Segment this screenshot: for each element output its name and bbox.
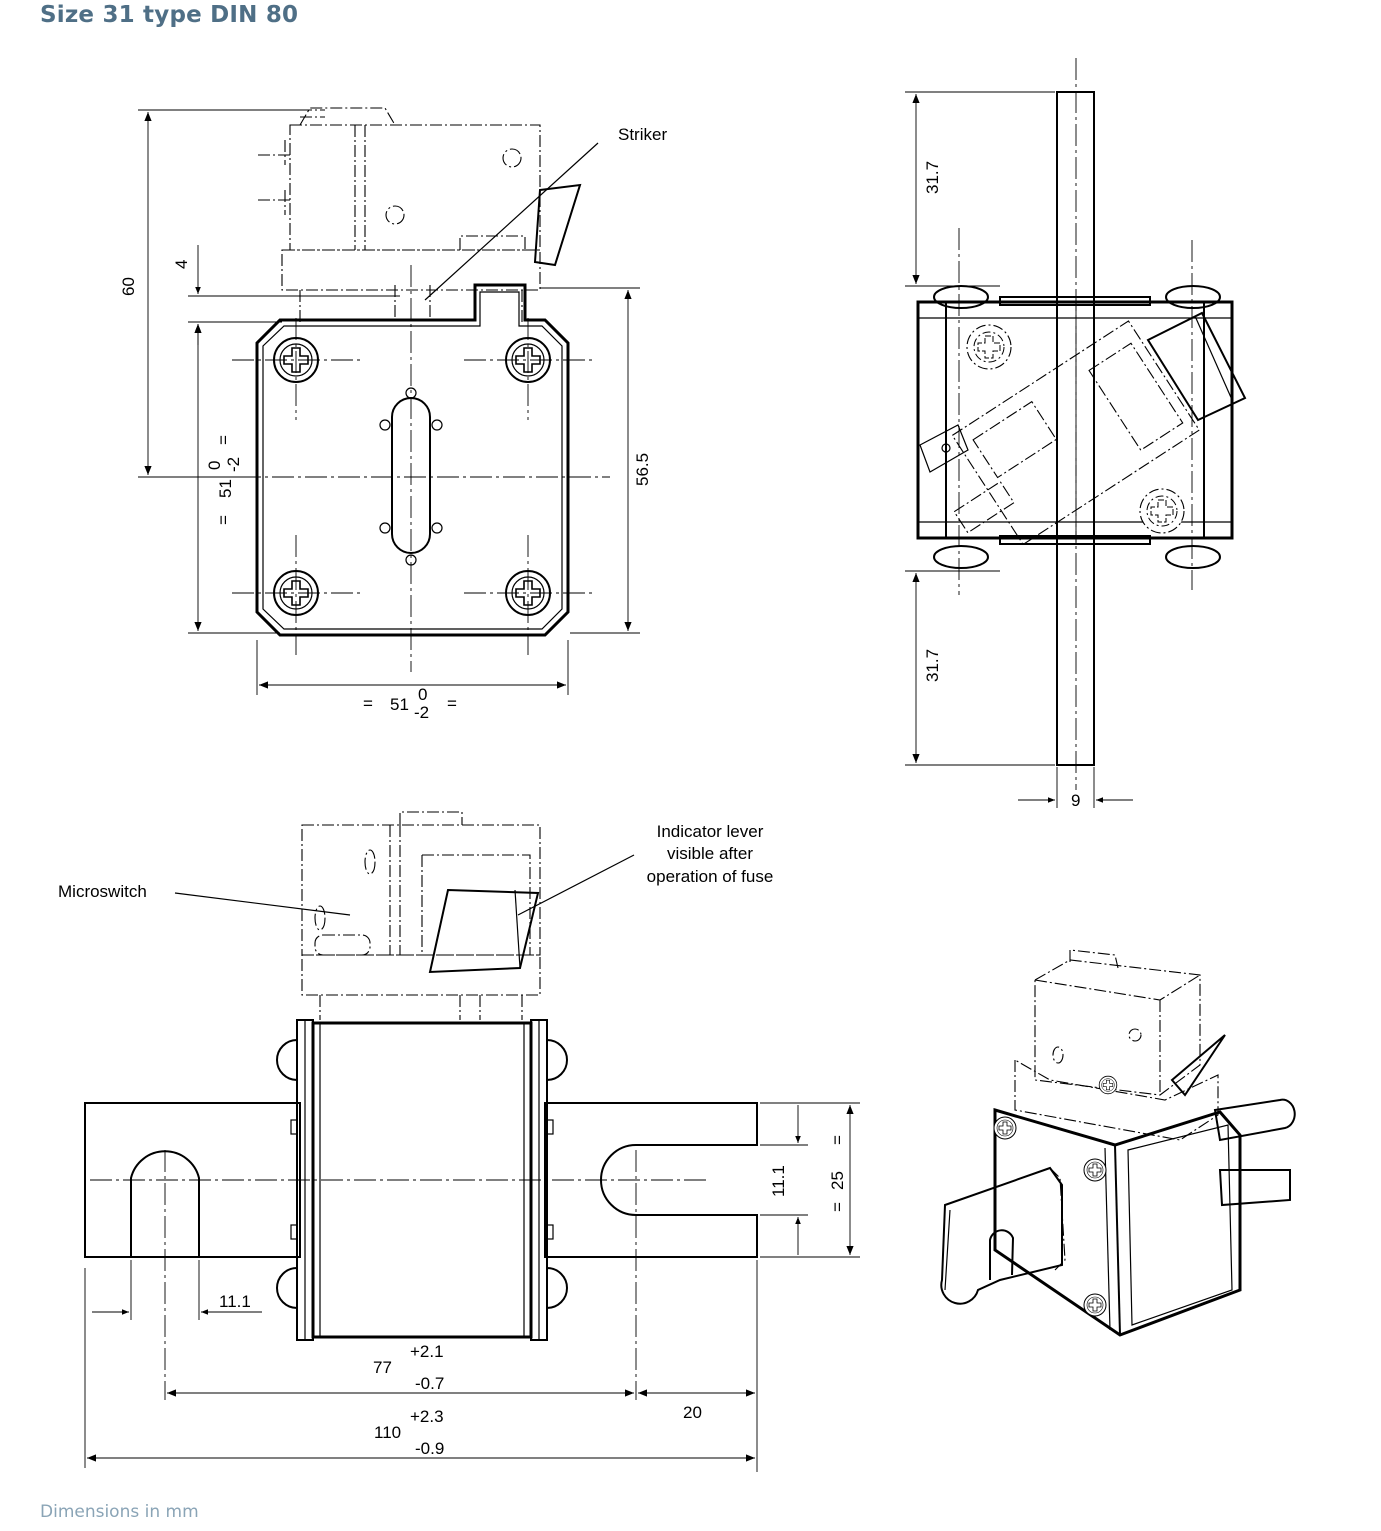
- isometric-view: [940, 949, 1296, 1337]
- footer-note: Dimensions in mm: [40, 1502, 199, 1522]
- top-view: Microswitch Indicator lever visible afte…: [58, 811, 860, 1472]
- indicator-label-line3: operation of fuse: [647, 867, 774, 886]
- dim-51-horizontal-eq-right: =: [447, 694, 457, 713]
- indicator-label-line1: Indicator lever: [657, 822, 764, 841]
- dim-51-horizontal-tol-lower: -2: [414, 703, 429, 722]
- dim-11-1-vertical: 11.1: [769, 1165, 788, 1197]
- indicator-label-line2: visible after: [667, 844, 753, 863]
- dim-77-plus: +2.1: [410, 1342, 444, 1361]
- striker-label: Striker: [618, 125, 667, 144]
- dim-20: 20: [683, 1403, 702, 1422]
- dim-31-7-top: 31.7: [923, 161, 942, 194]
- page-title: Size 31 type DIN 80: [40, 2, 299, 28]
- dim-51-vertical-value: 51: [216, 479, 235, 498]
- dim-51-vertical-tol-lower: -2: [224, 457, 243, 472]
- dim-56-5: 56.5: [633, 453, 652, 486]
- dim-77: 77: [373, 1358, 392, 1377]
- dim-25-eq-top: =: [828, 1135, 847, 1145]
- dim-60: 60: [119, 277, 138, 296]
- dim-110-plus: +2.3: [410, 1407, 444, 1426]
- dim-51-vertical-eq-top: =: [214, 435, 233, 445]
- front-view: Striker: [119, 107, 667, 722]
- dim-110: 110: [374, 1423, 401, 1442]
- dim-51-horizontal-value: 51: [390, 695, 409, 714]
- microswitch-label: Microswitch: [58, 882, 147, 901]
- dim-25-eq-bottom: =: [828, 1202, 847, 1212]
- dim-31-7-bottom: 31.7: [923, 649, 942, 682]
- dim-51-horizontal-tol-upper: 0: [418, 685, 427, 704]
- dim-77-minus: -0.7: [415, 1374, 444, 1393]
- dim-110-minus: -0.9: [415, 1439, 444, 1458]
- dim-25: 25: [828, 1171, 847, 1190]
- dim-11-1-horizontal: 11.1: [219, 1292, 251, 1311]
- dim-51-vertical-tol-upper: 0: [205, 461, 224, 470]
- dim-9: 9: [1071, 791, 1080, 810]
- dim-4: 4: [172, 260, 191, 269]
- dim-51-horizontal-eq-left: =: [363, 694, 373, 713]
- side-view: 31.7 31.7 9: [905, 58, 1247, 810]
- dim-51-vertical-eq-bottom: =: [214, 515, 233, 525]
